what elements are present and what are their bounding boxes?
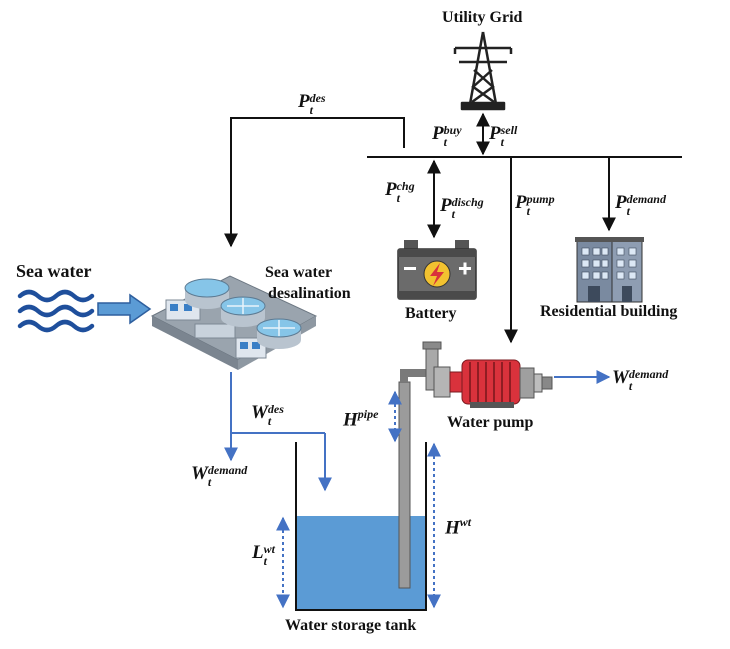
water-pump-label: Water pump <box>447 414 534 431</box>
desalination-plant-icon <box>150 275 318 370</box>
utility-grid-label: Utility Grid <box>442 9 523 26</box>
residential-building-label: Residential building <box>540 303 678 320</box>
battery-label: Battery <box>405 305 457 322</box>
sea-water-label: Sea water <box>16 261 92 281</box>
water-storage-tank-label: Water storage tank <box>285 617 417 634</box>
water-pump-icon <box>398 341 553 589</box>
desalinated-water-flow <box>224 372 332 492</box>
transmission-tower-icon <box>453 31 513 111</box>
residential-building-icon <box>575 237 644 303</box>
desalination-label-line1: Sea water <box>265 264 333 281</box>
sea-water-inflow-arrow <box>97 293 152 325</box>
desalination-label-line2: desalination <box>268 285 351 302</box>
battery-icon <box>397 240 477 300</box>
sea-waves-icon <box>17 289 95 333</box>
desalination-power-line <box>224 117 405 248</box>
h-wt-label: Hwt <box>445 515 472 539</box>
h-pipe-label: Hpipe <box>343 407 379 431</box>
